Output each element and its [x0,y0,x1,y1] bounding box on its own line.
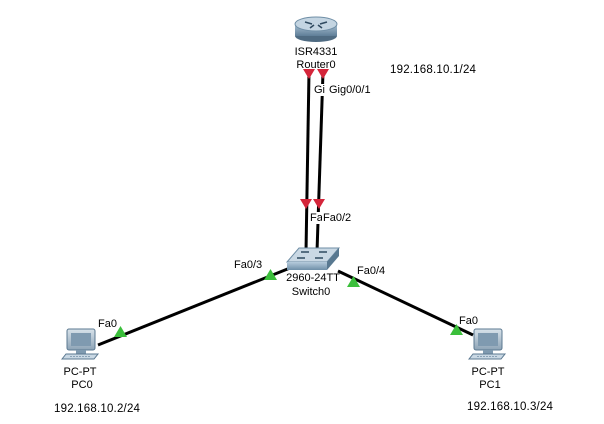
link-indicators-down [300,69,329,209]
pc1-model-label: PC-PT [471,366,505,378]
link-indicators-up [114,269,463,337]
link-down-switch-1 [300,199,312,209]
cables [97,71,474,347]
port-label-pc1-fa0: Fa0 [459,315,478,327]
link-down-router-2 [317,69,329,79]
link-up-pc1 [450,324,463,335]
port-label-switch-fa: Fa [309,212,324,224]
pc1-name-label: PC1 [479,379,501,391]
port-label-switch-fa0-2: Fa0/2 [322,212,353,224]
cable-switch-pc1[interactable] [337,269,474,337]
router-model-label: ISR4331 [294,46,338,58]
link-up-pc0 [114,326,127,337]
cable-switch-pc0[interactable] [97,266,291,347]
switch-icon[interactable] [285,247,341,270]
link-down-router-1 [303,69,315,79]
port-label-router-gi: Gi [313,84,326,96]
pc1-icon[interactable] [467,328,507,360]
router-ip-note[interactable]: 192.168.10.1/24 [390,64,477,76]
port-label-pc0-fa0: Fa0 [98,318,117,330]
pc0-icon[interactable] [60,328,100,360]
link-down-switch-2 [313,199,325,209]
switch-model-label: 2960-24TT [286,272,340,284]
link-up-switch-fa04 [347,276,360,287]
cable-router-switch-1[interactable] [304,71,311,253]
pc1-ip-note[interactable]: 192.168.10.3/24 [467,401,554,413]
link-up-switch-fa03 [264,269,277,280]
port-label-switch-fa0-4: Fa0/4 [357,265,386,277]
port-label-router-gig0-0-1: Gig0/0/1 [328,84,372,96]
port-label-switch-fa0-3: Fa0/3 [234,259,263,271]
router-name-label: Router0 [296,59,336,71]
router-icon[interactable] [294,16,338,42]
pc0-model-label: PC-PT [63,366,97,378]
switch-name-label: Switch0 [291,286,331,298]
pc0-name-label: PC0 [71,379,93,391]
pc0-ip-note[interactable]: 192.168.10.2/24 [54,403,141,415]
cable-router-switch-2[interactable] [315,71,325,253]
